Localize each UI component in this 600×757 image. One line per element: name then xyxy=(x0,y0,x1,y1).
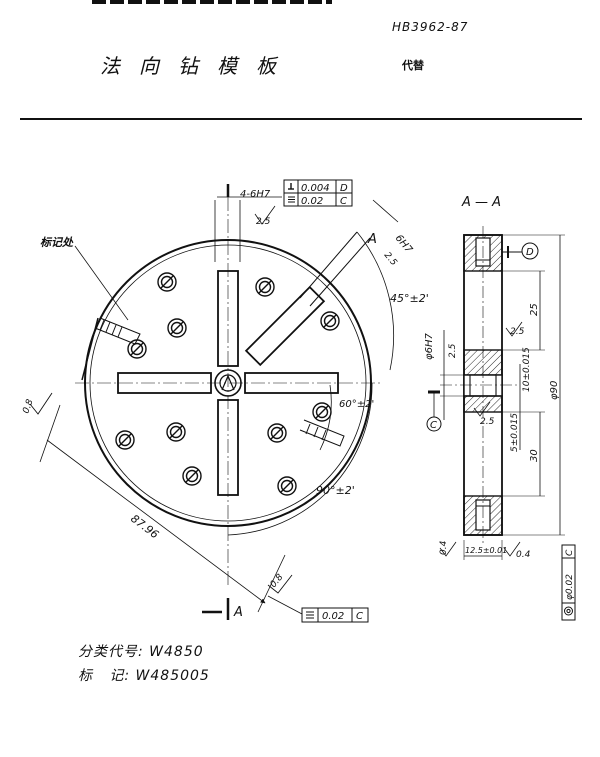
radius-label: 87.96 xyxy=(128,512,161,541)
marking-leader xyxy=(74,245,129,321)
coaxial-tolerance: φ0.02 xyxy=(565,574,575,600)
dim-5: 5±0.015 xyxy=(510,413,520,452)
angle-arc-90 xyxy=(227,382,373,536)
angle-arc-45 xyxy=(356,231,394,371)
coaxial-datum: C xyxy=(565,549,575,556)
mark-label: 标 记 xyxy=(78,668,125,684)
dim-25: 25 xyxy=(529,303,540,316)
bore-6h7: φ6H7 xyxy=(424,333,435,360)
datum-d-top: D xyxy=(340,183,348,194)
marking-location-label: 标记处 xyxy=(40,236,74,249)
threaded-hole-left xyxy=(94,317,141,345)
section-title: A — A xyxy=(461,195,501,210)
tol-flatness-bottom: 0.02 xyxy=(322,611,344,622)
slot-top xyxy=(217,270,239,367)
roughness-side: 2.5 xyxy=(510,327,525,337)
angle-arc-60 xyxy=(319,384,332,451)
angle-45-label: 45°±2' xyxy=(390,292,429,305)
fcf-bottom xyxy=(267,595,369,623)
center-hole xyxy=(214,369,242,397)
mark-value: W485005 xyxy=(135,668,210,684)
roughness-mid: 2.5 xyxy=(480,417,495,427)
threaded-hole-right xyxy=(299,419,345,447)
classification-code-label: 分类代号 xyxy=(78,644,138,660)
document-title: 法向钻模板 xyxy=(100,54,295,78)
holes-callout: 4-6H7 xyxy=(240,189,271,200)
header-rule xyxy=(20,118,582,120)
slot-diagonal xyxy=(244,285,326,367)
standard-number: HB3962-87 xyxy=(392,20,469,34)
roughness-6h7: 2.5 xyxy=(382,251,399,269)
dim-dia-90: φ90 xyxy=(549,381,560,400)
classification-code-value: W4850 xyxy=(149,644,204,660)
datum-c-bottom: C xyxy=(356,611,363,622)
cropped-header-text xyxy=(0,0,600,6)
roughness-left: 0.8 xyxy=(21,398,35,415)
roughness-bottom-left: 0.4 xyxy=(439,540,449,555)
angle-90-label: 90°±2' xyxy=(316,484,355,497)
dim-30: 30 xyxy=(529,449,540,462)
datum-c-circle: C xyxy=(430,420,437,431)
roughness-bottom-right: 0.4 xyxy=(516,550,531,560)
bushing-holes xyxy=(115,272,340,496)
radius-dimension xyxy=(46,439,266,604)
slot-diagonal-extension xyxy=(309,237,371,307)
datum-c-top: C xyxy=(340,196,347,207)
roughness-bore: 2.5 xyxy=(448,343,458,358)
section-mark-a: A xyxy=(367,232,377,247)
plan-view xyxy=(29,184,399,620)
dim-12-5: 12.5±0.01 xyxy=(465,546,507,555)
replaces-label: 代替 xyxy=(402,59,424,72)
hole-6h7-callout: 6H7 xyxy=(393,233,415,256)
slot-right xyxy=(244,372,339,394)
angle-60-label: 60°±2' xyxy=(339,399,374,410)
tol-flatness-top: 0.02 xyxy=(301,196,323,207)
fcf-top xyxy=(283,179,353,207)
tol-perpendicularity: 0.004 xyxy=(301,183,330,194)
section-mark-a-bottom: A xyxy=(233,605,243,620)
datum-d-circle: D xyxy=(526,247,534,258)
fcf-coaxiality xyxy=(561,544,576,621)
slot-bottom xyxy=(217,399,239,496)
slot-left xyxy=(117,372,212,394)
classification-code-row: 分类代号: W4850 xyxy=(78,641,204,661)
mark-row: 标 记: W485005 xyxy=(78,665,210,685)
section-view xyxy=(426,226,576,621)
dim-10: 10±0.015 xyxy=(522,347,532,392)
